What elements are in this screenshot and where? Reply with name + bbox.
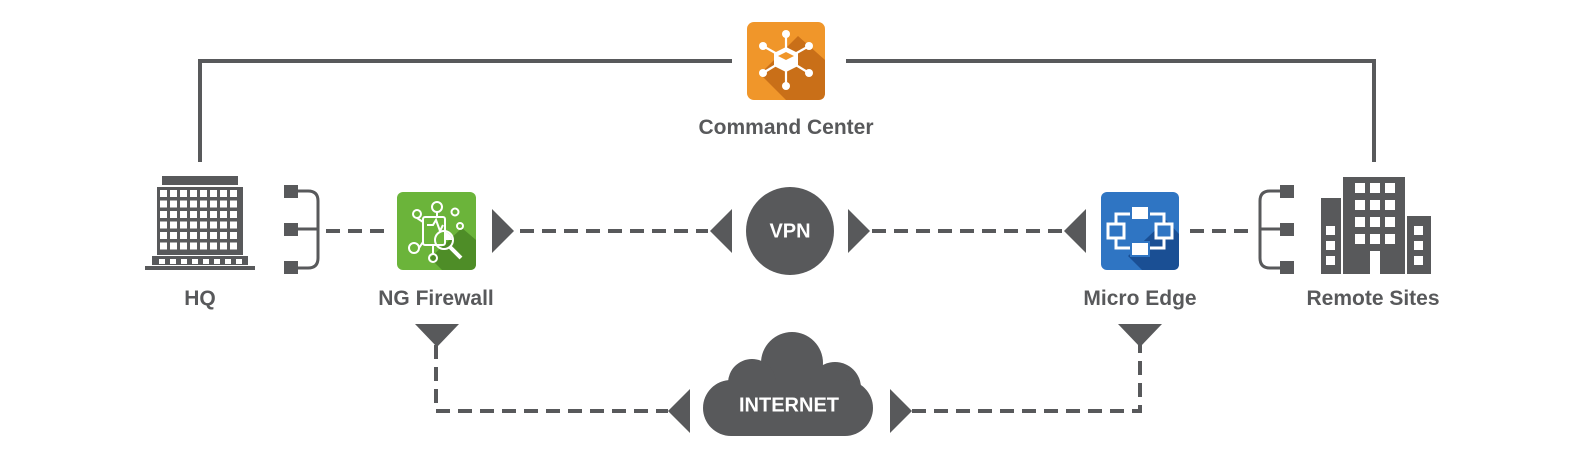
arrow-right-firewall <box>492 209 514 253</box>
hq-window <box>190 232 197 239</box>
hq-window <box>230 200 237 208</box>
micro-edge-icon <box>1101 192 1179 270</box>
hq-window <box>160 211 167 218</box>
arrow-left-micro-edge <box>1064 209 1086 253</box>
arrow-heads <box>415 209 1162 433</box>
hq-window <box>200 221 207 229</box>
vpn-circle-icon <box>746 187 834 275</box>
hq-window <box>230 242 237 250</box>
hq-window <box>170 200 177 208</box>
hq-window <box>180 211 187 218</box>
hq-window <box>230 221 237 229</box>
hq-window <box>210 190 217 197</box>
hq-label: HQ <box>184 287 216 310</box>
remote-sites-label: Remote Sites <box>1306 287 1440 310</box>
hq-window <box>190 211 197 218</box>
hq-window <box>160 190 167 197</box>
hq-window <box>230 211 237 218</box>
hq-window <box>200 232 207 239</box>
arrow-left-internet <box>668 389 690 433</box>
hq-window <box>160 221 167 229</box>
hq-window <box>210 221 217 229</box>
hq-window <box>230 190 237 197</box>
link-hq-to-command-center <box>198 59 732 162</box>
office-building-icon <box>145 176 255 270</box>
hq-window <box>170 211 177 218</box>
cloud-icon <box>703 332 873 436</box>
hq-window <box>190 190 197 197</box>
hq-window <box>180 190 187 197</box>
hq-window <box>170 242 177 250</box>
command-center-label: Command Center <box>698 116 874 139</box>
micro-edge-label: Micro Edge <box>1083 287 1197 310</box>
hq-window <box>160 232 167 239</box>
arrow-right-vpn <box>848 209 870 253</box>
link-command-center-to-remote-sites <box>846 59 1376 162</box>
hq-window <box>200 211 207 218</box>
firewall-inspect-icon <box>397 192 476 270</box>
hq-window <box>200 242 207 250</box>
hq-window <box>210 211 217 218</box>
hub-network-icon <box>747 22 825 100</box>
hq-lan-bracket <box>284 185 320 274</box>
hq-window <box>190 242 197 250</box>
hq-window <box>180 242 187 250</box>
internet-label: INTERNET <box>739 394 839 417</box>
arrow-down-micro-edge <box>1118 324 1162 347</box>
hq-window <box>180 200 187 208</box>
hq-window <box>170 221 177 229</box>
link-internet-to-micro-edge <box>912 345 1142 413</box>
hq-window <box>200 190 207 197</box>
arrow-right-internet <box>890 389 912 433</box>
remote-buildings-icon <box>1321 177 1431 274</box>
hq-window <box>210 242 217 250</box>
hq-window <box>190 221 197 229</box>
ng-firewall-label: NG Firewall <box>378 287 494 310</box>
hq-window <box>160 242 167 250</box>
hq-window <box>220 200 227 208</box>
remote-lan-bracket <box>1258 185 1294 274</box>
hq-window <box>220 242 227 250</box>
hq-window <box>210 232 217 239</box>
link-firewall-to-internet <box>434 345 668 413</box>
hq-window <box>160 200 167 208</box>
vpn-label: VPN <box>769 220 811 243</box>
hq-window <box>220 211 227 218</box>
arrow-down-firewall <box>415 324 459 347</box>
arrow-left-vpn <box>710 209 732 253</box>
hq-window <box>170 232 177 239</box>
hq-window <box>220 221 227 229</box>
command-center-links <box>198 59 1376 162</box>
hq-window <box>170 190 177 197</box>
hq-window <box>180 232 187 239</box>
hq-window <box>220 232 227 239</box>
hq-window <box>220 190 227 197</box>
hq-window <box>180 221 187 229</box>
hq-window <box>200 200 207 208</box>
hq-window <box>230 232 237 239</box>
dashed-links <box>326 229 1254 413</box>
hq-window <box>210 200 217 208</box>
hq-window <box>190 200 197 208</box>
